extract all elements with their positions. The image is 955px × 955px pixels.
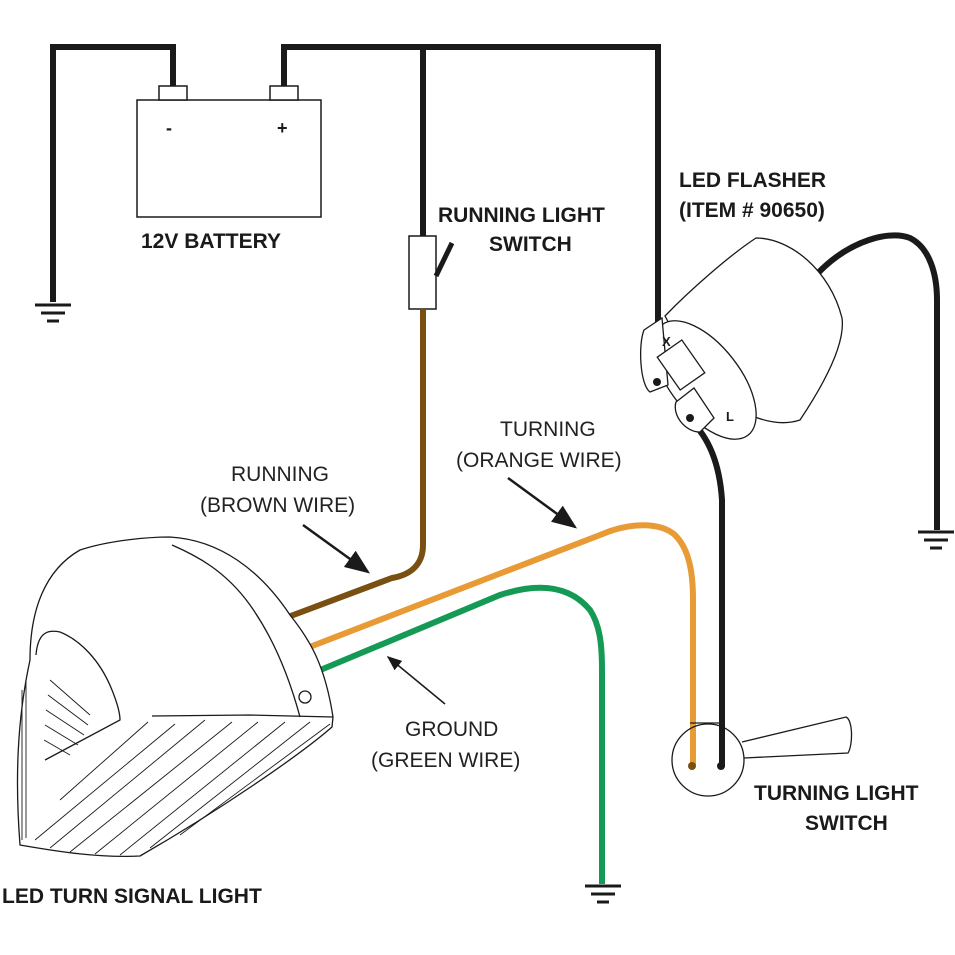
brown-running-wire (286, 309, 426, 620)
turning-wire-label-2: (ORANGE WIRE) (456, 449, 622, 472)
flasher-pin-x: X (662, 334, 671, 349)
turning-wire-label-1: TURNING (500, 418, 596, 441)
turning-light-switch (671, 716, 853, 797)
led-flasher (640, 237, 844, 440)
running-light-switch (408, 235, 455, 310)
led-turn-signal-light (16, 536, 334, 858)
flasher-pin-l: L (726, 409, 734, 424)
flasher-ground-wire (815, 232, 940, 530)
battery-negative-label: - (166, 118, 172, 138)
ground-wire-arrow (386, 656, 446, 705)
ground-symbol-flasher (918, 530, 954, 550)
battery: - + (136, 85, 322, 218)
switch-terminal-black (717, 762, 725, 770)
turning-switch-label-1: TURNING LIGHT (754, 782, 919, 805)
running-wire-label-1: RUNNING (231, 463, 329, 486)
ground-wire-label-1: GROUND (405, 718, 498, 741)
running-switch-label-1: RUNNING LIGHT (438, 204, 605, 227)
running-switch-label-2: SWITCH (489, 233, 572, 256)
negative-wire (50, 44, 176, 302)
battery-positive-label: + (277, 118, 288, 138)
positive-wire (281, 44, 661, 382)
ground-symbol-battery (35, 303, 71, 323)
flasher-label-2: (ITEM # 90650) (679, 199, 825, 222)
running-wire-arrow (302, 523, 371, 574)
flasher-terminal-x (653, 378, 661, 386)
battery-label: 12V BATTERY (141, 230, 281, 253)
switch-terminal-orange (688, 762, 696, 770)
ground-symbol-lamp (585, 884, 621, 904)
turning-switch-label-2: SWITCH (805, 812, 888, 835)
running-wire-label-2: (BROWN WIRE) (200, 494, 355, 517)
green-ground-wire (316, 584, 605, 884)
turning-wire-arrow (507, 476, 578, 529)
ground-wire-label-2: (GREEN WIRE) (371, 749, 520, 772)
flasher-terminal-l (686, 414, 694, 422)
lamp-label: LED TURN SIGNAL LIGHT (2, 885, 262, 908)
orange-turning-wire (305, 522, 696, 765)
lamp-lens-hatching (21, 679, 331, 856)
flasher-label-1: LED FLASHER (679, 169, 826, 192)
